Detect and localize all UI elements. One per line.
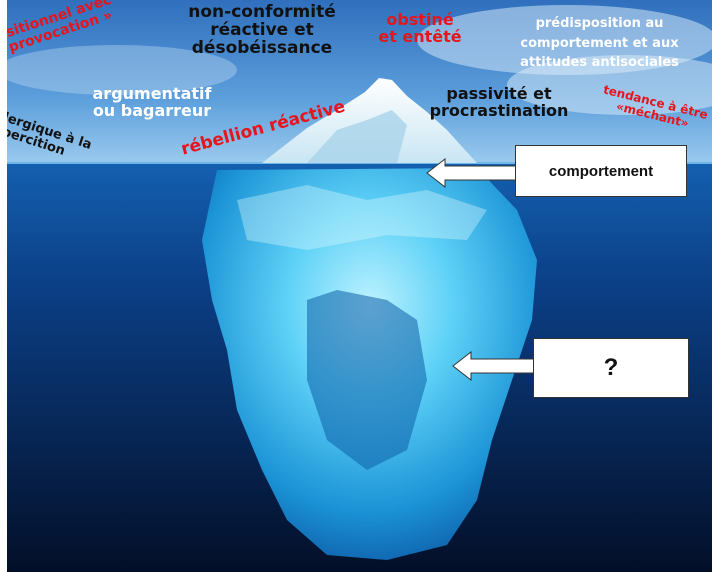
callout-unknown-text: ?: [603, 354, 619, 381]
label-predisposition-line2: comportement et aux: [520, 35, 679, 51]
arrow-to-surface: [426, 157, 517, 189]
label-obstine-line1: obstiné: [386, 10, 454, 29]
label-passivite-line2: procrastination: [429, 100, 569, 120]
iceberg-slide: positionnel avec « provocation » non-con…: [7, 0, 712, 572]
label-non-conformite-line3: désobéissance: [191, 37, 333, 58]
label-passivite-line1: passivité et: [446, 84, 552, 103]
label-argumentatif-line2: ou bagarreur: [92, 100, 212, 120]
callout-unknown: ?: [533, 338, 689, 398]
label-non-conformite: non-conformité réactive et désobéissance: [162, 2, 362, 58]
label-argumentatif: argumentatif ou bagarreur: [77, 84, 227, 120]
label-obstine: obstiné et entêté: [365, 10, 475, 46]
label-predisposition-line1: prédisposition au: [535, 16, 664, 31]
callout-behavior: comportement: [515, 145, 687, 197]
callout-behavior-text: comportement: [548, 162, 654, 180]
arrow-to-depth: [452, 350, 539, 382]
label-non-conformite-line2: réactive et: [210, 19, 314, 40]
label-predisposition: prédisposition au comportement et aux at…: [497, 14, 702, 73]
label-passivite: passivité et procrastination: [419, 84, 579, 120]
iceberg-illustration: [7, 0, 712, 572]
label-obstine-line2: et entêté: [378, 26, 462, 46]
label-non-conformite-line1: non-conformité: [188, 2, 336, 22]
label-predisposition-line3: attitudes antisociales: [520, 55, 679, 70]
label-argumentatif-line1: argumentatif: [92, 84, 212, 103]
